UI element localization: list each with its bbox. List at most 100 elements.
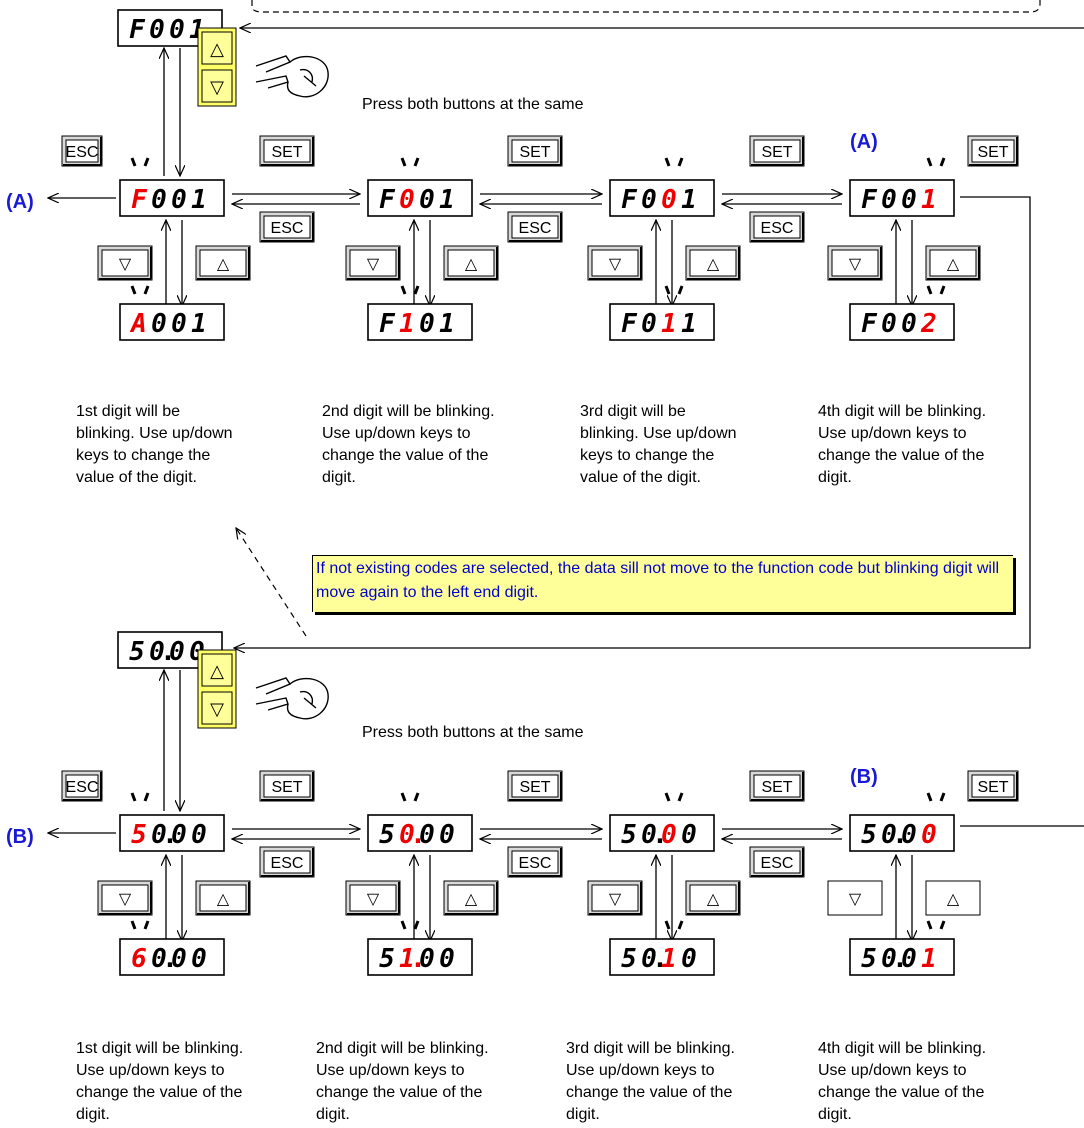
key-face[interactable] <box>925 880 981 916</box>
display-digit: 5 <box>861 944 877 974</box>
down-key[interactable]: ▽ <box>587 245 643 281</box>
set-key[interactable]: SET <box>967 135 1019 167</box>
key-face[interactable] <box>689 249 737 277</box>
esc-key[interactable]: ESC <box>61 770 103 802</box>
up-down-key-pair[interactable]: △▽ <box>197 649 237 729</box>
key-face[interactable] <box>349 249 397 277</box>
key-face[interactable] <box>447 884 495 912</box>
up-key-label: △ <box>947 891 960 908</box>
key-face[interactable] <box>263 139 311 163</box>
esc-key[interactable]: ESC <box>259 211 315 243</box>
up-key[interactable] <box>201 653 233 687</box>
up-down-key-pair[interactable]: △▽ <box>197 27 237 107</box>
esc-key[interactable]: ESC <box>749 211 805 243</box>
set-key[interactable]: SET <box>507 135 563 167</box>
key-face[interactable] <box>971 774 1015 798</box>
display-digit: 0 <box>399 820 415 850</box>
key-face[interactable] <box>753 850 801 874</box>
up-key[interactable]: △ <box>685 880 741 916</box>
esc-key[interactable]: ESC <box>749 846 805 878</box>
key-face[interactable] <box>349 884 397 912</box>
set-key[interactable]: SET <box>259 770 315 802</box>
blink-mark <box>130 157 137 167</box>
down-key[interactable] <box>201 69 233 103</box>
display-digit: 0 <box>901 820 917 850</box>
key-face[interactable] <box>753 215 801 239</box>
blink-mark <box>677 285 684 295</box>
display-digit: 1 <box>191 185 207 215</box>
esc-key[interactable]: ESC <box>259 846 315 878</box>
key-face[interactable] <box>929 249 977 277</box>
display-frame <box>849 938 955 976</box>
display-frame <box>609 814 715 852</box>
key-face[interactable] <box>65 774 99 798</box>
key-face[interactable] <box>591 884 639 912</box>
key-face[interactable] <box>199 249 247 277</box>
up-key[interactable]: △ <box>195 880 251 916</box>
key-face[interactable] <box>263 215 311 239</box>
down-key-label: ▽ <box>367 891 380 908</box>
display-digit: 0 <box>171 309 187 339</box>
up-key[interactable]: △ <box>443 880 499 916</box>
down-key-label: ▽ <box>609 256 622 273</box>
description-a-1: 1st digit will be blinking. Use up/down … <box>76 403 233 486</box>
key-face[interactable] <box>447 249 495 277</box>
esc-key[interactable]: ESC <box>507 211 563 243</box>
key-face[interactable] <box>831 249 879 277</box>
key-face[interactable] <box>511 850 559 874</box>
down-key[interactable]: ▽ <box>827 245 883 281</box>
key-face[interactable] <box>101 249 149 277</box>
display-digit: 0 <box>881 944 897 974</box>
blink-indicator <box>926 920 946 930</box>
up-key[interactable]: △ <box>925 245 981 281</box>
display-digit: 1 <box>399 309 415 339</box>
set-key[interactable]: SET <box>259 135 315 167</box>
display-digit: 1 <box>399 944 415 974</box>
set-key[interactable]: SET <box>749 135 805 167</box>
key-face[interactable] <box>753 139 801 163</box>
down-key[interactable]: ▽ <box>827 880 883 916</box>
display-digit: F <box>131 185 148 215</box>
key-face[interactable] <box>827 880 883 916</box>
down-key[interactable]: ▽ <box>345 880 401 916</box>
set-key[interactable]: SET <box>967 770 1019 802</box>
set-key[interactable]: SET <box>749 770 805 802</box>
display-digit: 0 <box>881 309 897 339</box>
up-key[interactable]: △ <box>195 245 251 281</box>
down-key[interactable]: ▽ <box>97 880 153 916</box>
description-b-1: 1st digit will be blinking. Use up/down … <box>76 1040 244 1123</box>
blink-indicator <box>130 285 150 295</box>
key-face[interactable] <box>753 774 801 798</box>
display-digit: 0 <box>151 309 167 339</box>
key-face[interactable] <box>971 139 1015 163</box>
up-key[interactable] <box>201 31 233 65</box>
key-face[interactable] <box>65 139 99 163</box>
key-face[interactable] <box>199 884 247 912</box>
blink-mark <box>664 920 671 930</box>
down-key[interactable]: ▽ <box>587 880 643 916</box>
key-face[interactable] <box>511 139 559 163</box>
set-key-label: SET <box>761 779 792 796</box>
esc-key[interactable]: ESC <box>61 135 103 167</box>
down-key[interactable]: ▽ <box>345 245 401 281</box>
esc-key[interactable]: ESC <box>507 846 563 878</box>
key-face[interactable] <box>101 884 149 912</box>
up-key[interactable]: △ <box>685 245 741 281</box>
up-key[interactable]: △ <box>443 245 499 281</box>
key-face[interactable] <box>689 884 737 912</box>
key-face[interactable] <box>263 850 311 874</box>
key-face[interactable] <box>591 249 639 277</box>
section-label: (B) <box>6 826 34 848</box>
down-key[interactable] <box>201 691 233 725</box>
up-key[interactable]: △ <box>925 880 981 916</box>
key-face[interactable] <box>511 774 559 798</box>
esc-key-label: ESC <box>66 144 99 161</box>
key-face[interactable] <box>263 774 311 798</box>
key-face[interactable] <box>511 215 559 239</box>
down-key[interactable]: ▽ <box>97 245 153 281</box>
up-key-label: △ <box>707 256 720 273</box>
blink-indicator <box>664 792 684 802</box>
set-key[interactable]: SET <box>507 770 563 802</box>
